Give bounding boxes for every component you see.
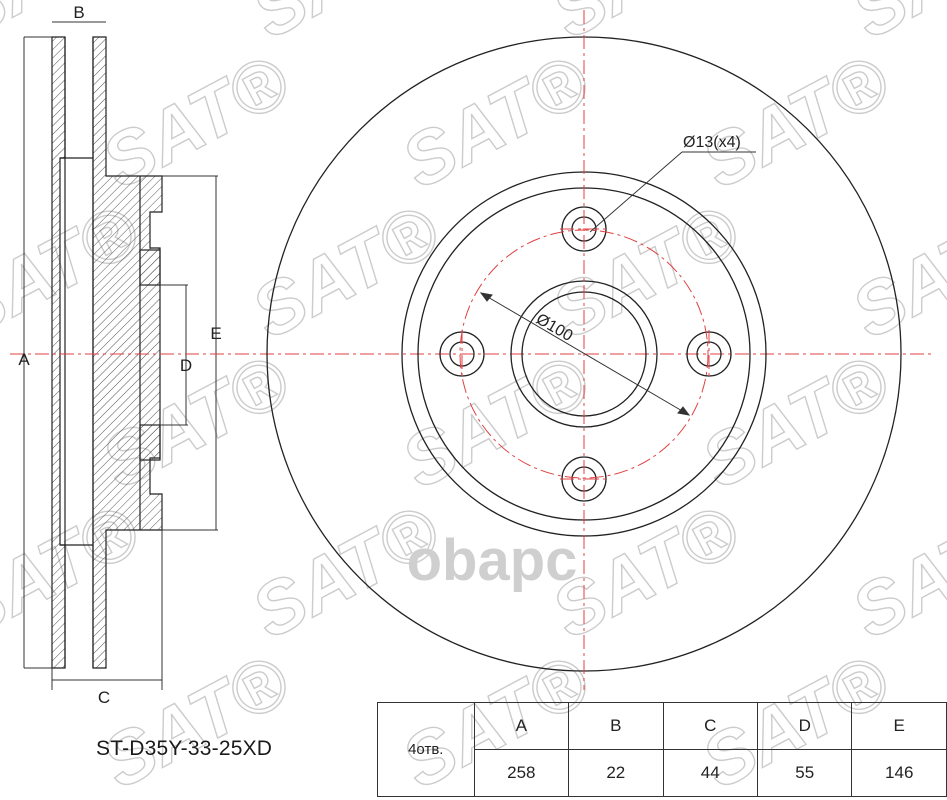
sat-watermark-tile: SAT®	[689, 338, 902, 504]
value-d: 55	[756, 749, 853, 797]
spec-table-header-row: 4отв. A B C D E	[377, 702, 947, 797]
obapc-logo: obapc	[407, 528, 578, 593]
front-centerlines	[459, 10, 710, 690]
header-b: B	[568, 702, 664, 750]
header-e: E	[851, 702, 947, 750]
sat-watermark-tile: SAT®	[689, 38, 902, 204]
obapc-logo-text: obapc	[407, 528, 578, 593]
sat-watermark-tile: SAT®	[539, 0, 752, 54]
bolt-hole-callout: Ø13(x4)	[683, 134, 741, 151]
holes-count-cell: 4отв.	[377, 702, 475, 797]
dimension-label-d: D	[180, 356, 192, 375]
sat-watermark-tile: SAT®	[839, 488, 947, 654]
sat-watermark-tile: SAT®	[89, 638, 302, 800]
sat-watermark-tile: SAT®	[239, 0, 452, 54]
value-a: 258	[473, 749, 570, 797]
part-number: ST-D35Y-33-25XD	[96, 737, 273, 760]
bolt-hole-leader	[589, 151, 756, 233]
value-e: 146	[851, 749, 947, 797]
pcd-dimension-line	[479, 292, 691, 416]
sat-watermark-tile: SAT®	[389, 38, 602, 204]
value-b: 22	[568, 749, 664, 797]
dimension-label-b: B	[73, 3, 84, 22]
pcd-circle	[459, 229, 709, 479]
spec-table-value-row: 258 22 44 55 146	[378, 749, 947, 797]
header-d: D	[756, 702, 853, 750]
value-c: 44	[662, 749, 758, 797]
sat-watermark-tile: SAT®	[839, 188, 947, 354]
spec-table: 4отв. A B C D E 258 22 44 55 146	[377, 702, 947, 797]
dimension-label-a: A	[18, 350, 30, 369]
section-dimensions	[23, 21, 218, 690]
header-c: C	[662, 702, 758, 750]
header-a: A	[473, 702, 570, 750]
dimension-label-e: E	[210, 324, 221, 343]
dimension-label-c: C	[98, 688, 110, 707]
disc-section-view	[51, 36, 163, 669]
